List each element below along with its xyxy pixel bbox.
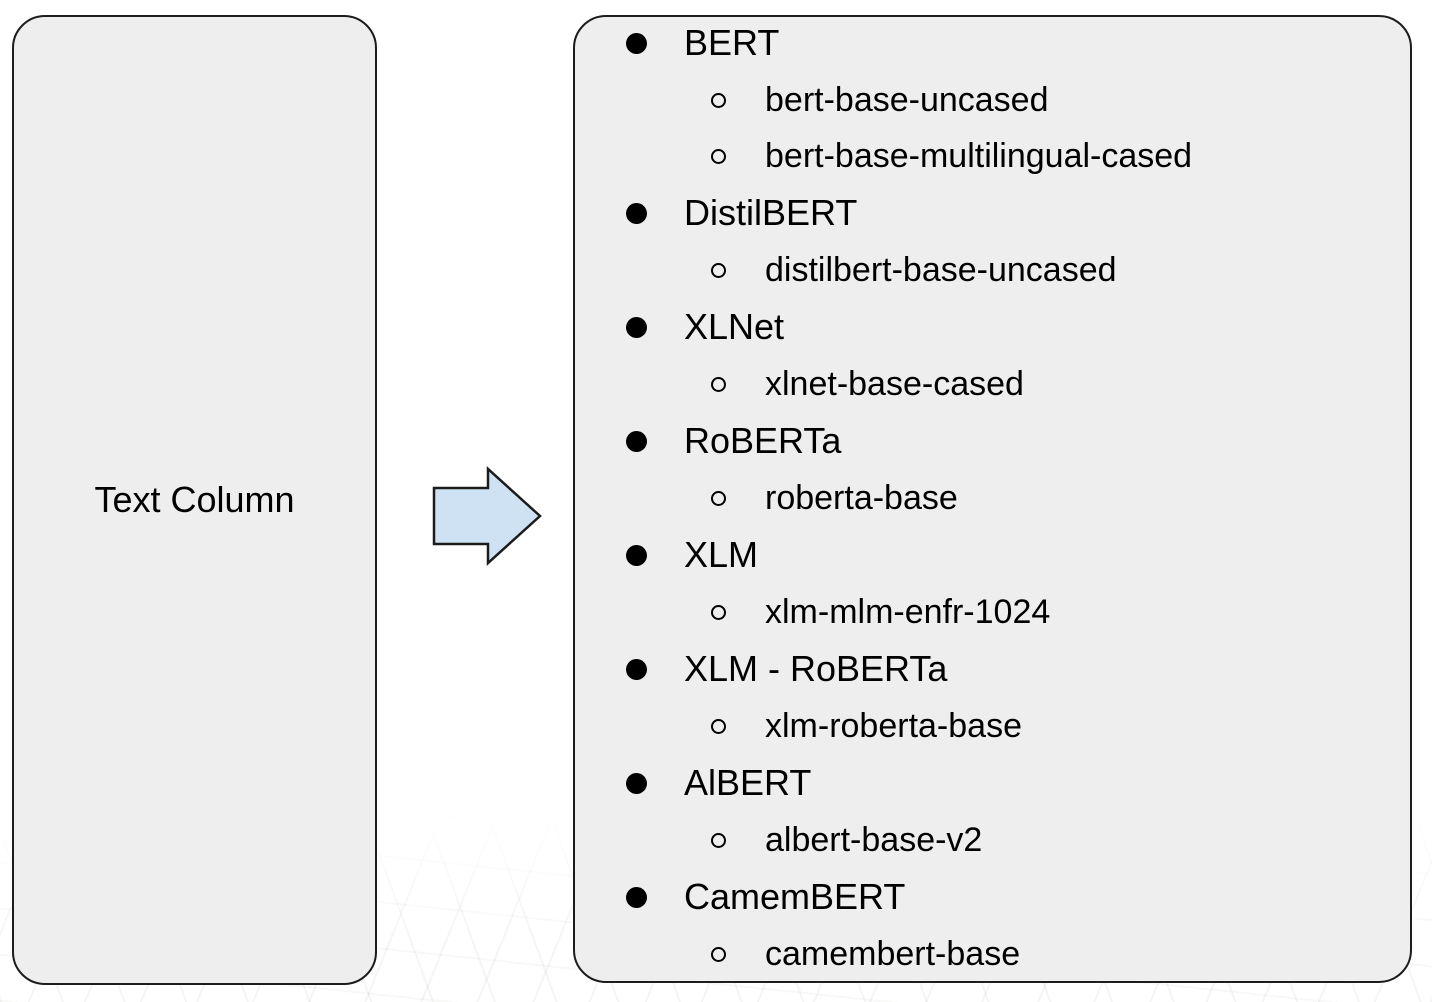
model-variant-label: camembert-base — [765, 935, 1021, 973]
model-group-row: AlBERT — [575, 765, 1410, 801]
bullet-icon — [626, 430, 647, 452]
model-group-label: XLM - RoBERTa — [684, 648, 948, 689]
bullet-icon — [626, 772, 647, 794]
model-variant-row: bert-base-multilingual-cased — [575, 139, 1410, 173]
model-variant-label: bert-base-multilingual-cased — [765, 137, 1193, 175]
hollow-bullet-icon — [711, 262, 726, 278]
model-variant-label: xlm-mlm-enfr-1024 — [765, 593, 1051, 631]
right-arrow-shape — [432, 466, 542, 566]
model-variant-label: xlm-roberta-base — [765, 707, 1022, 745]
hollow-bullet-icon — [711, 946, 726, 962]
model-variant-row: distilbert-base-uncased — [575, 253, 1410, 287]
model-variant-label: distilbert-base-uncased — [765, 251, 1117, 289]
model-variant-row: xlnet-base-cased — [575, 367, 1410, 401]
model-group-row: XLM - RoBERTa — [575, 651, 1410, 687]
model-group-row: XLM — [575, 537, 1410, 573]
hollow-bullet-icon — [711, 718, 726, 734]
model-variant-row: xlm-mlm-enfr-1024 — [575, 595, 1410, 629]
model-group-label: BERT — [684, 22, 780, 63]
model-list-box: BERT bert-base-uncased bert-base-multili… — [573, 15, 1412, 983]
hollow-bullet-icon — [711, 376, 726, 392]
model-group-row: CamemBERT — [575, 879, 1410, 915]
model-group-label: AlBERT — [684, 762, 812, 803]
hollow-bullet-icon — [711, 832, 726, 848]
bullet-icon — [626, 316, 647, 338]
text-column-box: Text Column — [12, 15, 377, 985]
model-group-row: DistilBERT — [575, 195, 1410, 231]
hollow-bullet-icon — [711, 604, 726, 620]
model-variant-row: roberta-base — [575, 481, 1410, 515]
hollow-bullet-icon — [711, 490, 726, 506]
text-column-label: Text Column — [94, 479, 295, 520]
model-group-row: BERT — [575, 25, 1410, 61]
bullet-icon — [626, 658, 647, 680]
model-group-row: RoBERTa — [575, 423, 1410, 459]
model-variant-label: albert-base-v2 — [765, 821, 983, 859]
model-variant-label: roberta-base — [765, 479, 958, 517]
right-arrow-icon — [432, 466, 542, 566]
model-variant-row: bert-base-uncased — [575, 83, 1410, 117]
hollow-bullet-icon — [711, 148, 726, 164]
model-variant-label: xlnet-base-cased — [765, 365, 1024, 403]
bullet-icon — [626, 32, 647, 54]
model-group-row: XLNet — [575, 309, 1410, 345]
bullet-icon — [626, 544, 647, 566]
model-variant-row: albert-base-v2 — [575, 823, 1410, 857]
model-group-label: XLM — [684, 534, 759, 575]
model-group-label: XLNet — [684, 306, 785, 347]
model-variant-row: xlm-roberta-base — [575, 709, 1410, 743]
model-variant-label: bert-base-uncased — [765, 81, 1049, 119]
model-group-label: CamemBERT — [684, 876, 906, 917]
model-variant-row: camembert-base — [575, 937, 1410, 971]
hollow-bullet-icon — [711, 92, 726, 108]
model-group-label: DistilBERT — [684, 192, 858, 233]
model-group-label: RoBERTa — [684, 420, 842, 461]
bullet-icon — [626, 886, 647, 908]
bullet-icon — [626, 202, 647, 224]
